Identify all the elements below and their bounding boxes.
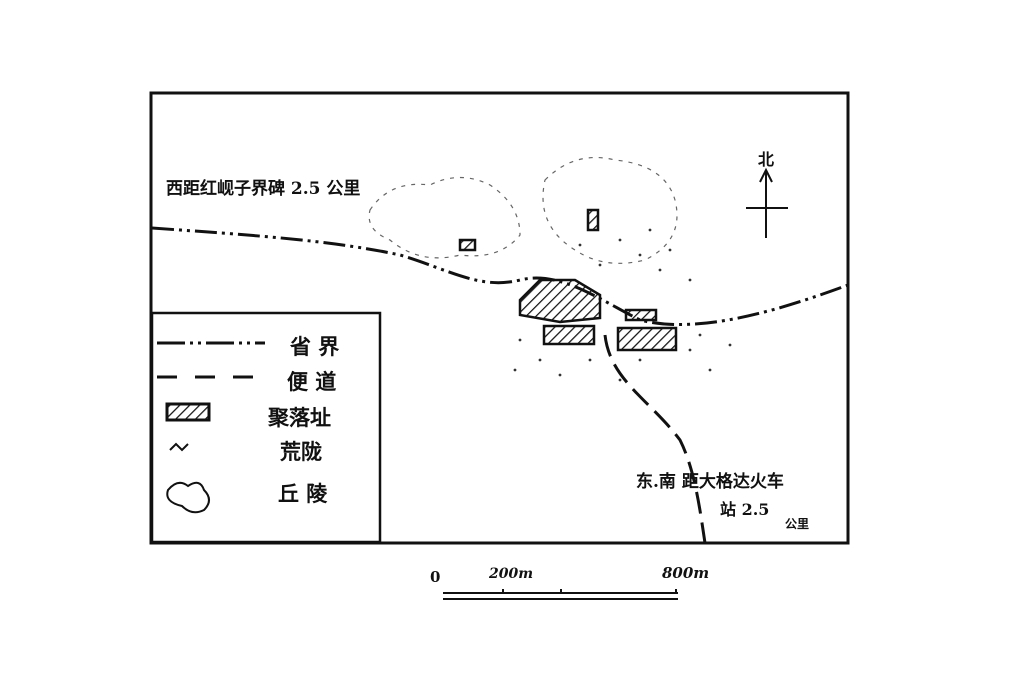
- southeast-distance-unit: 公里: [785, 517, 810, 531]
- legend-label-hills: 丘 陵: [278, 481, 328, 506]
- wasteland-dots: [513, 228, 732, 382]
- scale-bar: [443, 589, 678, 600]
- west-distance-note: 西距红岘子界碑 2.5 公里: [166, 179, 361, 199]
- legend-symbols: [157, 341, 265, 514]
- legend-label-province-boundary: 省 界: [290, 334, 340, 359]
- legend-label-wasteland: 荒陇: [280, 439, 322, 464]
- southeast-distance-note: 东.南 距大格达火车: [636, 472, 784, 492]
- legend-box: [150, 311, 382, 544]
- legend-label-footpath: 便 道: [287, 369, 337, 394]
- scale-800m: 800m: [662, 564, 710, 582]
- hills-area: [368, 156, 678, 264]
- north-arrow-icon: [746, 167, 788, 238]
- north-label: 北: [758, 150, 775, 169]
- province-boundary-line: [151, 226, 849, 327]
- scale-200m: 200m: [489, 566, 534, 582]
- legend-label-settlement: 聚落址: [268, 405, 331, 430]
- settlement-sites: [458, 208, 678, 352]
- scale-zero: 0: [430, 568, 441, 586]
- southeast-distance-note-2: 站 2.5: [720, 500, 770, 519]
- footpath-line: [603, 334, 707, 544]
